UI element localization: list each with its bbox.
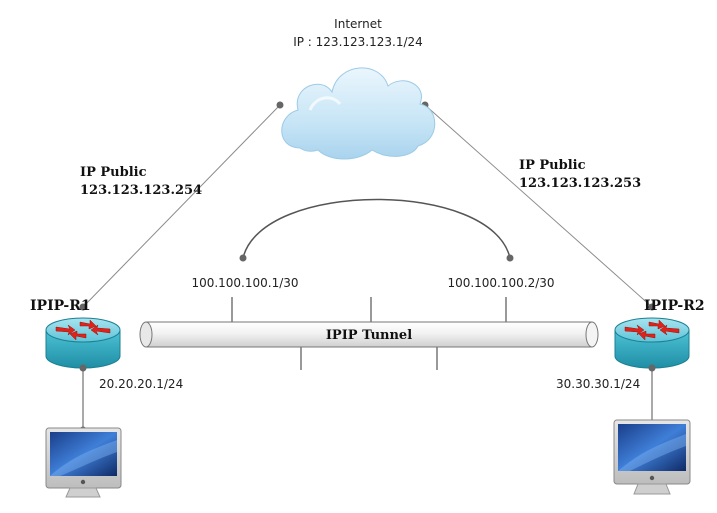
link-endpoint-left-cloud — [276, 101, 284, 109]
right-tunnel-ip: 100.100.100.2/30 — [447, 276, 554, 290]
link-right-router-to-internet — [424, 104, 653, 308]
link-endpoint-right-router-bottom — [648, 364, 656, 372]
link-endpoint-left-router — [79, 303, 87, 311]
left-router-icon — [45, 317, 121, 369]
left-lan-ip: 20.20.20.1/24 — [99, 377, 183, 391]
link-left-router-to-internet — [82, 104, 281, 308]
right-public-ip: 123.123.123.253 — [519, 176, 641, 191]
tunnel-arc-endpoint-left — [239, 254, 247, 262]
link-endpoint-right-router — [648, 303, 656, 311]
internet-title: Internet — [334, 17, 382, 31]
internet-ip: IP : 123.123.123.1/24 — [293, 35, 423, 49]
right-public-label: IP Public — [519, 158, 586, 173]
right-router-name: IPIP-R2 — [644, 298, 705, 314]
right-router-icon — [614, 317, 690, 369]
left-public-label: IP Public — [80, 165, 147, 180]
tunnel-arc — [242, 198, 511, 259]
ipip-tunnel-pipe — [139, 321, 599, 348]
left-public-ip: 123.123.123.254 — [80, 183, 202, 198]
left-computer-icon — [45, 427, 122, 498]
right-lan-ip: 30.30.30.1/24 — [556, 377, 640, 391]
right-computer-icon — [613, 419, 691, 495]
left-tunnel-ip: 100.100.100.1/30 — [191, 276, 298, 290]
link-endpoint-left-router-bottom — [79, 364, 87, 372]
tunnel-label: IPIP Tunnel — [326, 328, 412, 343]
left-router-name: IPIP-R1 — [30, 298, 91, 314]
tunnel-arc-endpoint-right — [506, 254, 514, 262]
internet-cloud-icon — [281, 67, 436, 160]
